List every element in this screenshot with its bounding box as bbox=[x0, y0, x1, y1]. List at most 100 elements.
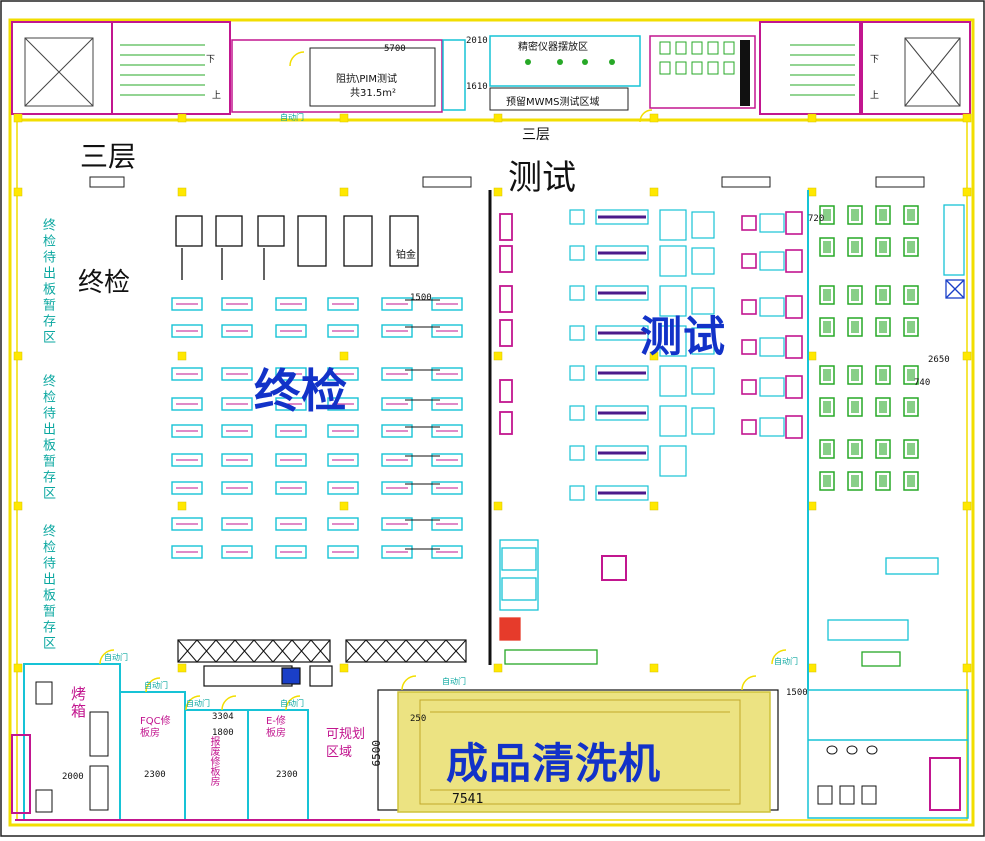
rack-cross bbox=[405, 639, 427, 663]
server-rack-fill bbox=[907, 241, 915, 253]
rack-cross bbox=[234, 639, 255, 663]
rack-cross bbox=[345, 639, 367, 663]
test-station bbox=[759, 377, 785, 397]
dim-1610: 1610 bbox=[466, 82, 488, 92]
door-label: 自动门 bbox=[774, 657, 798, 666]
rack-cross bbox=[215, 639, 236, 663]
server-rack-fill bbox=[851, 401, 859, 413]
svg-text:上: 上 bbox=[212, 90, 221, 101]
server-rack-fill bbox=[823, 289, 831, 301]
top-service-strip: 下 上 下 上 bbox=[11, 21, 971, 115]
floor-label-center: 三层 bbox=[522, 127, 550, 143]
test-marker bbox=[741, 299, 757, 315]
server-rack-fill bbox=[879, 209, 887, 221]
test-marker bbox=[741, 379, 757, 395]
server-rack-fill bbox=[851, 475, 859, 487]
server-rack-fill bbox=[879, 475, 887, 487]
floor-label-left: 三层 bbox=[80, 140, 137, 173]
rack-cross bbox=[425, 639, 447, 663]
rack-cross bbox=[445, 639, 467, 663]
door-label: 自动门 bbox=[280, 113, 304, 122]
server-rack-fill bbox=[907, 443, 915, 455]
test-cabinet bbox=[659, 405, 687, 437]
svg-text:下: 下 bbox=[206, 55, 215, 65]
server-rack-fill bbox=[823, 321, 831, 333]
dim-2300: 2300 bbox=[144, 770, 166, 780]
dim-7541: 7541 bbox=[452, 792, 484, 807]
test-side-box bbox=[499, 411, 513, 435]
test-station bbox=[759, 297, 785, 317]
test-cabinet bbox=[691, 211, 715, 239]
toilet-fixtures bbox=[817, 745, 878, 805]
test-station bbox=[759, 417, 785, 437]
server-rack-fill bbox=[851, 443, 859, 455]
test-cabinet bbox=[659, 365, 687, 397]
final-check-dimension-lines bbox=[405, 299, 440, 550]
test-cabinet bbox=[659, 209, 687, 241]
test-cabinet bbox=[691, 327, 715, 355]
test-benches bbox=[499, 209, 803, 501]
server-rack-fill bbox=[823, 475, 831, 487]
left-wall-label-1: 终检待出板暂存区 bbox=[40, 218, 55, 346]
dim-3304: 3304 bbox=[212, 712, 234, 722]
test-marker bbox=[741, 215, 757, 231]
server-rack-fill bbox=[823, 241, 831, 253]
server-rack-fill bbox=[823, 401, 831, 413]
inspection-machine bbox=[203, 665, 333, 687]
dim-6500: 6500 bbox=[370, 740, 383, 767]
test-marker bbox=[741, 419, 757, 435]
server-rack-fill bbox=[851, 289, 859, 301]
test-cabinet bbox=[659, 445, 687, 477]
test-side-box bbox=[499, 379, 513, 403]
server-rack-fill bbox=[907, 401, 915, 413]
rack-cross bbox=[385, 639, 407, 663]
server-rack-grid bbox=[819, 205, 919, 491]
server-rack-fill bbox=[823, 209, 831, 221]
server-rack-fill bbox=[851, 321, 859, 333]
test-station bbox=[569, 485, 585, 501]
rack-cross bbox=[177, 639, 198, 663]
door-swings bbox=[99, 51, 787, 711]
svg-text:上: 上 bbox=[870, 90, 879, 101]
test-cabinet bbox=[691, 247, 715, 275]
door-label: 自动门 bbox=[442, 677, 466, 686]
server-rack-fill bbox=[907, 321, 915, 333]
dim-2300-e: 2300 bbox=[276, 770, 298, 780]
test-cabinet bbox=[659, 285, 687, 317]
server-rack-fill bbox=[907, 475, 915, 487]
bottom-left-stair bbox=[11, 734, 31, 814]
test-blue-label: 测试 bbox=[640, 312, 727, 361]
server-rack-fill bbox=[879, 401, 887, 413]
dim-1800: 1800 bbox=[212, 728, 234, 738]
room-impedance: 阻抗\PIM测试 bbox=[336, 74, 397, 85]
door-label: 自动门 bbox=[104, 653, 128, 662]
rack-cross bbox=[365, 639, 387, 663]
test-station bbox=[759, 251, 785, 271]
test-station bbox=[759, 337, 785, 357]
server-rack-fill bbox=[907, 209, 915, 221]
right-side-fixtures bbox=[827, 204, 965, 667]
test-station bbox=[569, 285, 585, 301]
final-check-cabinets bbox=[175, 215, 419, 280]
test-cabinet bbox=[659, 325, 687, 357]
room-plannable: 可规划区域 bbox=[326, 727, 366, 760]
rack-cross bbox=[196, 639, 217, 663]
zone-test-title: 测试 bbox=[508, 158, 576, 198]
left-wall-label-2: 终检待出板暂存区 bbox=[40, 374, 55, 502]
server-rack-fill bbox=[907, 289, 915, 301]
room-fqc: FQC修板房 bbox=[140, 716, 171, 739]
rack-cross bbox=[272, 639, 293, 663]
zone-final-title: 终检 bbox=[78, 268, 131, 298]
washer-machine bbox=[397, 691, 771, 813]
room-oven: 烤箱 bbox=[69, 686, 87, 720]
left-wall-label-3: 终检待出板暂存区 bbox=[40, 524, 55, 652]
test-station bbox=[569, 209, 585, 225]
rack-cross bbox=[291, 639, 312, 663]
dim-740: 740 bbox=[914, 378, 931, 388]
server-rack-fill bbox=[823, 443, 831, 455]
dim-1500-washer: 1500 bbox=[786, 688, 808, 698]
server-rack-fill bbox=[879, 321, 887, 333]
server-rack-fill bbox=[851, 241, 859, 253]
washer-blue-label: 成品清洗机 bbox=[446, 739, 662, 788]
